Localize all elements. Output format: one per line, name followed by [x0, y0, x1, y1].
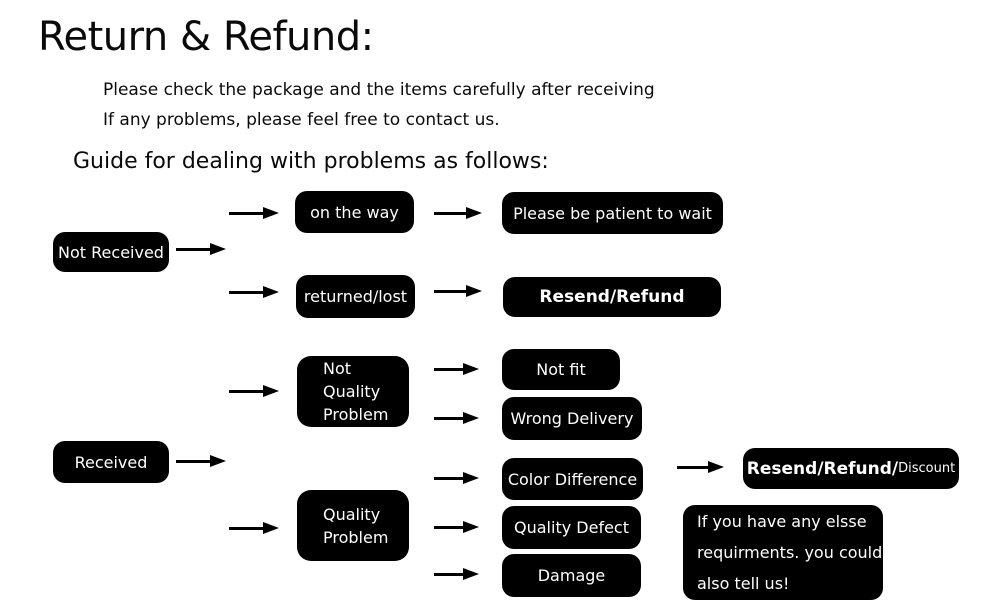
- arrow-to-not-quality-problem: [229, 385, 279, 397]
- node-line: Quality: [323, 504, 381, 524]
- arrow-to-resend-refund: [434, 285, 482, 297]
- node-not-received: Not Received: [53, 232, 169, 272]
- arrow-received-out: [176, 455, 226, 467]
- node-line: Not: [323, 359, 352, 378]
- node-not-quality-problem: Not Quality Problem: [297, 356, 409, 427]
- node-quality-defect: Quality Defect: [502, 506, 641, 549]
- arrow-to-quality-defect: [434, 521, 479, 533]
- node-color-difference: Color Difference: [502, 458, 643, 500]
- node-line: requirments. you could: [697, 543, 883, 562]
- subtitle-line-2: If any problems, please feel free to con…: [103, 110, 500, 130]
- node-line: Problem: [323, 405, 389, 424]
- node-wrong-delivery: Wrong Delivery: [502, 397, 642, 440]
- arrow-not-received-out: [176, 243, 226, 255]
- node-line: If you have any elsse: [697, 512, 867, 531]
- node-damage: Damage: [502, 554, 641, 597]
- node-on-the-way: on the way: [295, 191, 414, 233]
- node-resend-refund-discount: Resend/Refund/Discount: [743, 448, 959, 489]
- arrow-to-damage: [434, 568, 479, 580]
- arrow-to-wrong-delivery: [434, 412, 479, 424]
- node-quality-problem: Quality Problem: [297, 490, 409, 561]
- node-please-be-patient: Please be patient to wait: [502, 192, 723, 234]
- guide-heading: Guide for dealing with problems as follo…: [73, 149, 549, 174]
- arrow-to-quality-problem: [229, 522, 279, 534]
- subtitle-line-1: Please check the package and the items c…: [103, 80, 655, 100]
- node-extra-note: If you have any elsse requirments. you c…: [683, 505, 883, 600]
- arrow-to-not-fit: [434, 363, 479, 375]
- arrow-to-color-difference: [434, 472, 479, 484]
- arrow-to-returned-lost: [229, 286, 279, 298]
- node-resend-refund: Resend/Refund: [503, 277, 721, 317]
- node-line: Quality: [323, 382, 381, 401]
- node-not-fit: Not fit: [502, 349, 620, 390]
- page-title: Return & Refund:: [38, 14, 374, 60]
- arrow-to-please-be-patient: [434, 207, 482, 219]
- node-returned-lost: returned/lost: [296, 275, 415, 318]
- arrow-to-on-the-way: [229, 207, 279, 219]
- node-line: also tell us!: [697, 574, 790, 593]
- node-label-small: Discount: [898, 461, 956, 476]
- node-received: Received: [53, 441, 169, 483]
- node-label-main: Resend/Refund/: [746, 458, 899, 479]
- arrow-to-resend-refund-discount: [677, 461, 724, 473]
- node-line: Problem: [323, 527, 389, 547]
